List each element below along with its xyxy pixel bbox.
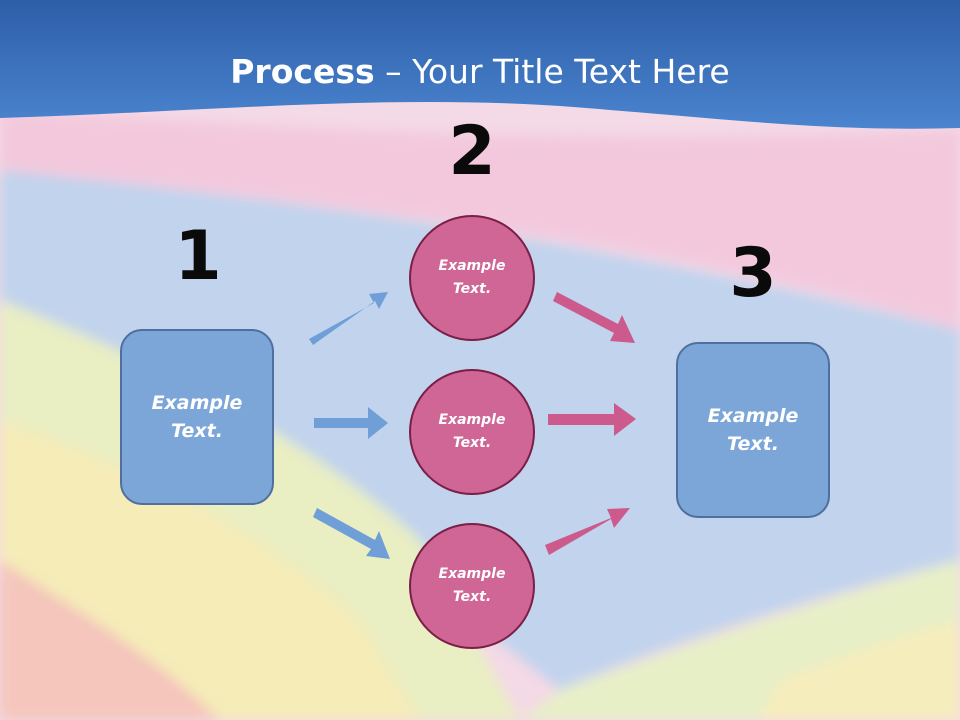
arrow-top-to-right-icon: [553, 292, 635, 343]
process-circle-bottom-text: Example Text.: [438, 565, 506, 605]
left-step-box: Example Text.: [120, 329, 274, 505]
right-step-box: Example Text.: [676, 342, 830, 518]
title-bold-word: Process: [230, 52, 375, 91]
arrow-left-to-bottom-icon: [313, 508, 390, 559]
arrow-left-to-top-icon: [309, 292, 388, 345]
step-number-2: 2: [448, 112, 496, 191]
process-circle-top: Example Text.: [409, 215, 535, 341]
step-number-1: 1: [174, 217, 222, 296]
process-circle-middle: Example Text.: [409, 369, 535, 495]
slide-title: Process – Your Title Text Here: [0, 52, 960, 91]
arrow-middle-to-right-icon: [548, 403, 636, 436]
step-number-3: 3: [729, 234, 777, 313]
arrow-left-to-middle-icon: [314, 407, 388, 439]
right-step-box-text: Example Text.: [707, 404, 799, 456]
left-step-box-text: Example Text.: [151, 391, 243, 443]
process-circle-bottom: Example Text.: [409, 523, 535, 649]
process-circle-middle-text: Example Text.: [438, 411, 506, 451]
title-rest: – Your Title Text Here: [374, 52, 730, 91]
process-circle-top-text: Example Text.: [438, 257, 506, 297]
arrow-bottom-to-right-icon: [545, 508, 630, 555]
